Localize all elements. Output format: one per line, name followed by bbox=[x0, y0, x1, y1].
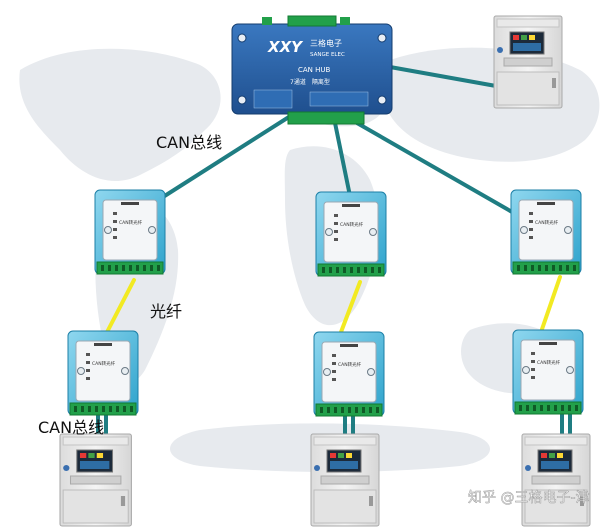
panel-link-right bbox=[560, 412, 564, 434]
converter-top-right: CAN转光纤 bbox=[510, 189, 582, 275]
can-hub-device: XXY 三格电子 SANGE ELEC CAN HUB 7通道 隔离型 bbox=[231, 15, 393, 125]
label-can-bus-bottom: CAN总线 bbox=[38, 418, 104, 437]
converter-top-left: CAN转光纤 bbox=[94, 189, 166, 275]
panel-link-middle bbox=[343, 414, 347, 436]
can-bus-cables bbox=[150, 65, 535, 226]
fire-panel-bottom-right bbox=[521, 433, 591, 527]
fiber-links bbox=[103, 275, 562, 342]
converter-label: CAN转光纤 bbox=[338, 361, 362, 368]
converter-label: CAN转光纤 bbox=[340, 221, 364, 228]
converter-top-middle: CAN转光纤 bbox=[315, 191, 387, 277]
converter-label: CAN转光纤 bbox=[535, 219, 559, 226]
panel-can-links bbox=[96, 412, 572, 436]
label-fiber: 光纤 bbox=[150, 302, 182, 321]
converter-label: CAN转光纤 bbox=[537, 359, 561, 366]
cable-hub-to-converter-middle bbox=[332, 116, 352, 198]
hub-brand: 三格电子 bbox=[310, 38, 342, 48]
fire-panel-top-right bbox=[493, 15, 563, 109]
fiber-link-middle bbox=[336, 280, 362, 342]
hub-subtitle: 7通道 隔离型 bbox=[290, 78, 330, 86]
fire-panel-bottom-left bbox=[59, 433, 132, 527]
fiber-link-left bbox=[103, 278, 136, 338]
converter-bottom-middle: CAN转光纤 bbox=[313, 331, 385, 417]
converter-bottom-right: CAN转光纤 bbox=[512, 329, 584, 415]
watermark: 知乎 @三格电子-津 bbox=[468, 489, 590, 506]
hub-brand-en: SANGE ELEC bbox=[310, 52, 345, 58]
converter-label: CAN转光纤 bbox=[92, 360, 116, 367]
panel-link-left bbox=[96, 414, 100, 436]
label-can-bus-top: CAN总线 bbox=[156, 133, 222, 152]
hub-logo: XXY bbox=[267, 38, 304, 56]
fiber-link-right bbox=[538, 275, 562, 337]
converter-bottom-left: CAN转光纤 bbox=[67, 330, 139, 416]
cable-hub-to-converter-left bbox=[150, 113, 294, 206]
cable-hub-to-panel-top bbox=[388, 65, 498, 88]
cable-hub-to-converter-right bbox=[355, 121, 535, 226]
converter-label: CAN转光纤 bbox=[119, 219, 143, 226]
fire-panel-bottom-middle bbox=[310, 433, 380, 527]
hub-model: CAN HUB bbox=[298, 66, 331, 74]
